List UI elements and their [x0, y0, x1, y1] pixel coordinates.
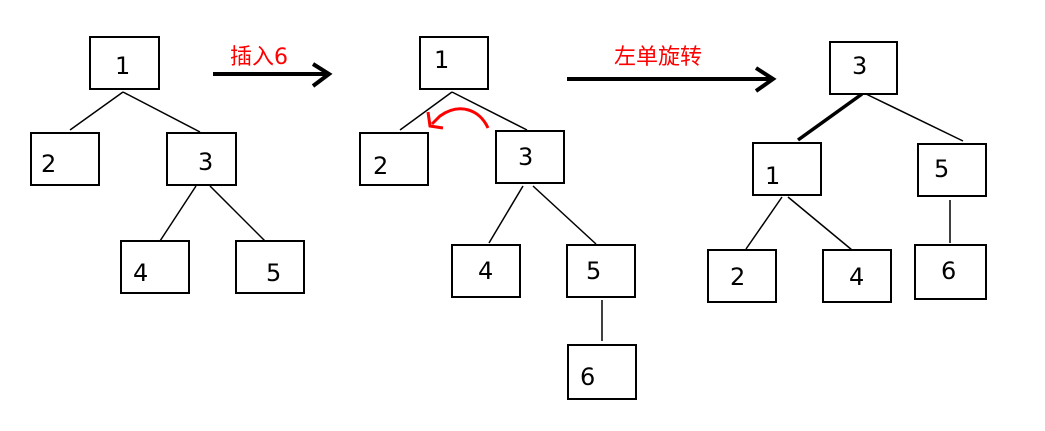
arrowhead-icon — [311, 62, 333, 88]
tree-node: 6 — [567, 344, 637, 400]
step-rotate: 左单旋转 — [567, 45, 777, 93]
node-label: 4 — [849, 263, 864, 291]
tree-node: 5 — [235, 240, 305, 294]
curved-arrowhead-icon — [426, 111, 444, 130]
tree-after-insert: 1 2 3 4 5 6 — [359, 36, 637, 400]
step-insert: 插入6 — [213, 45, 333, 88]
tree-node: 2 — [707, 249, 777, 303]
node-label: 3 — [852, 52, 867, 80]
node-label: 6 — [941, 257, 956, 285]
tree-after-rotation: 3 1 5 2 4 6 — [707, 41, 987, 303]
tree-node: 2 — [30, 132, 100, 186]
tree-node: 5 — [566, 244, 636, 298]
node-label: 3 — [518, 143, 533, 171]
edge-1-3 — [451, 91, 528, 131]
tree-node: 1 — [752, 142, 822, 196]
edge-3-5 — [532, 185, 597, 245]
step-label: 左单旋转 — [614, 45, 702, 70]
node-label: 5 — [934, 155, 949, 183]
edge-1-2 — [745, 196, 783, 250]
tree-node: 4 — [451, 244, 521, 298]
node-label: 2 — [373, 152, 388, 180]
step-label: 插入6 — [230, 45, 288, 70]
node-label: 3 — [198, 148, 213, 176]
node-label: 5 — [586, 257, 601, 285]
node-label: 6 — [580, 363, 595, 391]
edge-1-2 — [69, 91, 124, 131]
tree-node: 4 — [120, 240, 190, 294]
node-label: 5 — [266, 259, 281, 287]
tree-node: 1 — [89, 36, 160, 90]
tree-node: 6 — [914, 244, 987, 300]
edge-1-3 — [122, 91, 201, 133]
tree-node: 4 — [822, 249, 892, 303]
tree-before-insert: 1 2 3 4 5 — [30, 36, 305, 294]
tree-node: 3 — [166, 132, 237, 186]
node-label: 1 — [434, 46, 449, 74]
edge-3-5 — [209, 185, 266, 242]
node-label: 4 — [133, 259, 148, 287]
tree-node: 3 — [829, 41, 898, 95]
edge-1-4 — [787, 196, 853, 251]
edge-3-4 — [159, 185, 197, 242]
node-label: 2 — [730, 263, 745, 291]
tree-node: 1 — [419, 36, 489, 90]
edge-3-5 — [865, 93, 964, 142]
node-label: 1 — [765, 162, 780, 190]
tree-node: 5 — [917, 143, 987, 197]
node-label: 1 — [115, 52, 130, 80]
tree-node: 3 — [495, 130, 565, 184]
curved-arrow-icon — [430, 107, 490, 129]
node-label: 2 — [41, 150, 56, 178]
tree-node: 2 — [359, 132, 429, 186]
arrowhead-icon — [754, 66, 777, 93]
node-label: 4 — [478, 257, 493, 285]
edge-3-4 — [488, 185, 524, 244]
edge-3-1 — [796, 92, 864, 142]
edge-1-2 — [399, 91, 453, 131]
